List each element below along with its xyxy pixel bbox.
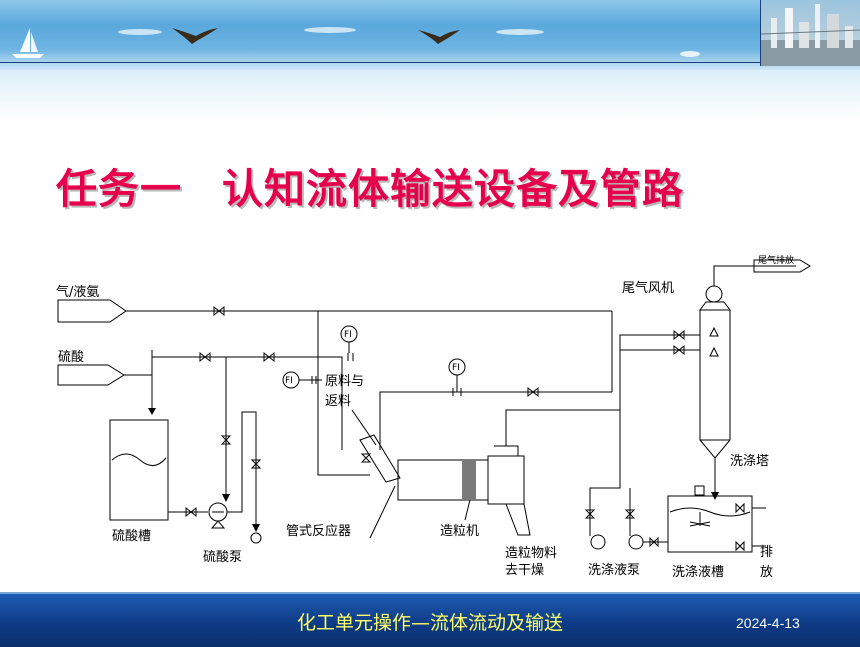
cloud-icon [118, 29, 162, 35]
valve-icon [735, 540, 745, 552]
header-decoration [12, 27, 700, 58]
label-fi: FI [452, 363, 460, 373]
feed-chute [351, 409, 377, 446]
exhaust-pipe [713, 265, 796, 286]
pump-base [210, 511, 226, 529]
pump-discharge-pipe [227, 411, 257, 528]
label-scrubber: 洗涤塔 [730, 454, 769, 469]
sailboat-icon [12, 28, 44, 58]
valve-icon [213, 305, 225, 317]
label-acid-pump: 硫酸泵 [203, 550, 242, 565]
wash-circulation-pipe [589, 410, 621, 536]
label-discharge-2: 放 [760, 565, 773, 580]
valve-icon [185, 506, 197, 518]
label-granulator: 造粒机 [440, 524, 479, 539]
cloud-icon [496, 29, 544, 35]
bird-icon [418, 30, 460, 44]
wash-tank-icon [667, 495, 753, 553]
liquid-level [111, 453, 167, 466]
label-granular-line1: 造粒物料 [505, 546, 557, 561]
scrubber-tower-icon [699, 301, 731, 459]
granulator-icon [397, 445, 531, 536]
orifice-plate [347, 353, 354, 361]
valve-icon [220, 435, 232, 445]
valve-icon [360, 453, 372, 463]
valve-icon [624, 509, 636, 519]
label-acid-tank: 硫酸槽 [112, 529, 151, 544]
arrow-down-icon [222, 494, 230, 502]
sulfuric-acid-inlet-arrow [57, 364, 125, 386]
granulator-feed-pipe [379, 391, 612, 450]
orifice-plate [311, 376, 317, 384]
refinery-icon [760, 4, 860, 66]
bird-icon [172, 28, 218, 44]
valve-icon [527, 386, 539, 398]
label-gas-ammonia: 气/液氨 [56, 284, 99, 300]
wash-liquid-level [669, 507, 751, 517]
wash-pump-icon [628, 534, 644, 550]
label-raw-material: 原料与 [325, 374, 364, 389]
motor-icon [694, 485, 705, 496]
scrubber-return-pipe [505, 334, 700, 446]
label-pipe-reactor: 管式反应器 [286, 523, 351, 539]
process-flow-diagram: 气/液氨 硫酸 FI FI 原料与 返料 硫酸槽 硫酸泵 管式反应器 [56, 254, 811, 580]
label-granular-line2: 去干燥 [505, 563, 544, 578]
gas-ammonia-inlet-arrow [57, 299, 127, 323]
fi-connector [452, 375, 462, 396]
footer-course-title: 化工单元操作—流体流动及输送 [296, 612, 563, 634]
wash-pump-icon [590, 534, 606, 550]
header-banner [0, 0, 860, 70]
label-return-material: 返料 [325, 394, 351, 409]
valve-icon [199, 351, 211, 363]
label-discharge-1: 排 [760, 545, 773, 560]
tail-gas-fan-icon [705, 285, 723, 303]
slide-title: 任务一认知流体输送设备及管路 [56, 155, 684, 215]
label-sulfuric-acid: 硫酸 [58, 350, 84, 365]
title-part-1: 任务一 [56, 165, 182, 213]
valve-icon [649, 536, 659, 548]
cloud-icon [304, 27, 356, 33]
acid-main-pipe [152, 356, 343, 450]
header-rule [0, 62, 760, 63]
exhaust-arrow [753, 259, 811, 273]
cloud-icon [680, 51, 700, 57]
granulator-leader [464, 499, 471, 521]
label-fi: FI [285, 376, 293, 386]
discharge-pipes [752, 507, 766, 547]
valve-icon [263, 351, 275, 363]
pipe-reactor-leader [369, 485, 396, 539]
valve-icon [673, 329, 685, 341]
footer-bar: 化工单元操作—流体流动及输送 2024-4-13 [0, 592, 860, 647]
valve-icon [673, 344, 685, 356]
label-tail-gas-exhaust: 尾气排放 [758, 254, 794, 266]
ammonia-pipe [126, 310, 370, 476]
acid-tank-icon [109, 419, 169, 521]
valve-icon [250, 459, 262, 469]
header-fade [0, 70, 860, 120]
title-part-2: 认知流体输送设备及管路 [222, 165, 684, 213]
pipe-reactor-icon [359, 434, 401, 483]
arrow-down-icon [252, 524, 260, 532]
return-pump-icon [250, 532, 262, 544]
label-wash-pump: 洗涤液泵 [588, 563, 640, 578]
label-wash-tank: 洗涤液槽 [672, 565, 724, 580]
valve-icon [735, 502, 745, 514]
refinery-photo [760, 0, 860, 66]
label-tail-gas-fan: 尾气风机 [622, 280, 674, 296]
agitator-icon [689, 512, 711, 527]
label-fi: FI [344, 330, 352, 340]
valve-icon [584, 509, 596, 519]
footer-date: 2024-4-13 [736, 615, 800, 631]
arrow-down-icon [148, 408, 156, 415]
